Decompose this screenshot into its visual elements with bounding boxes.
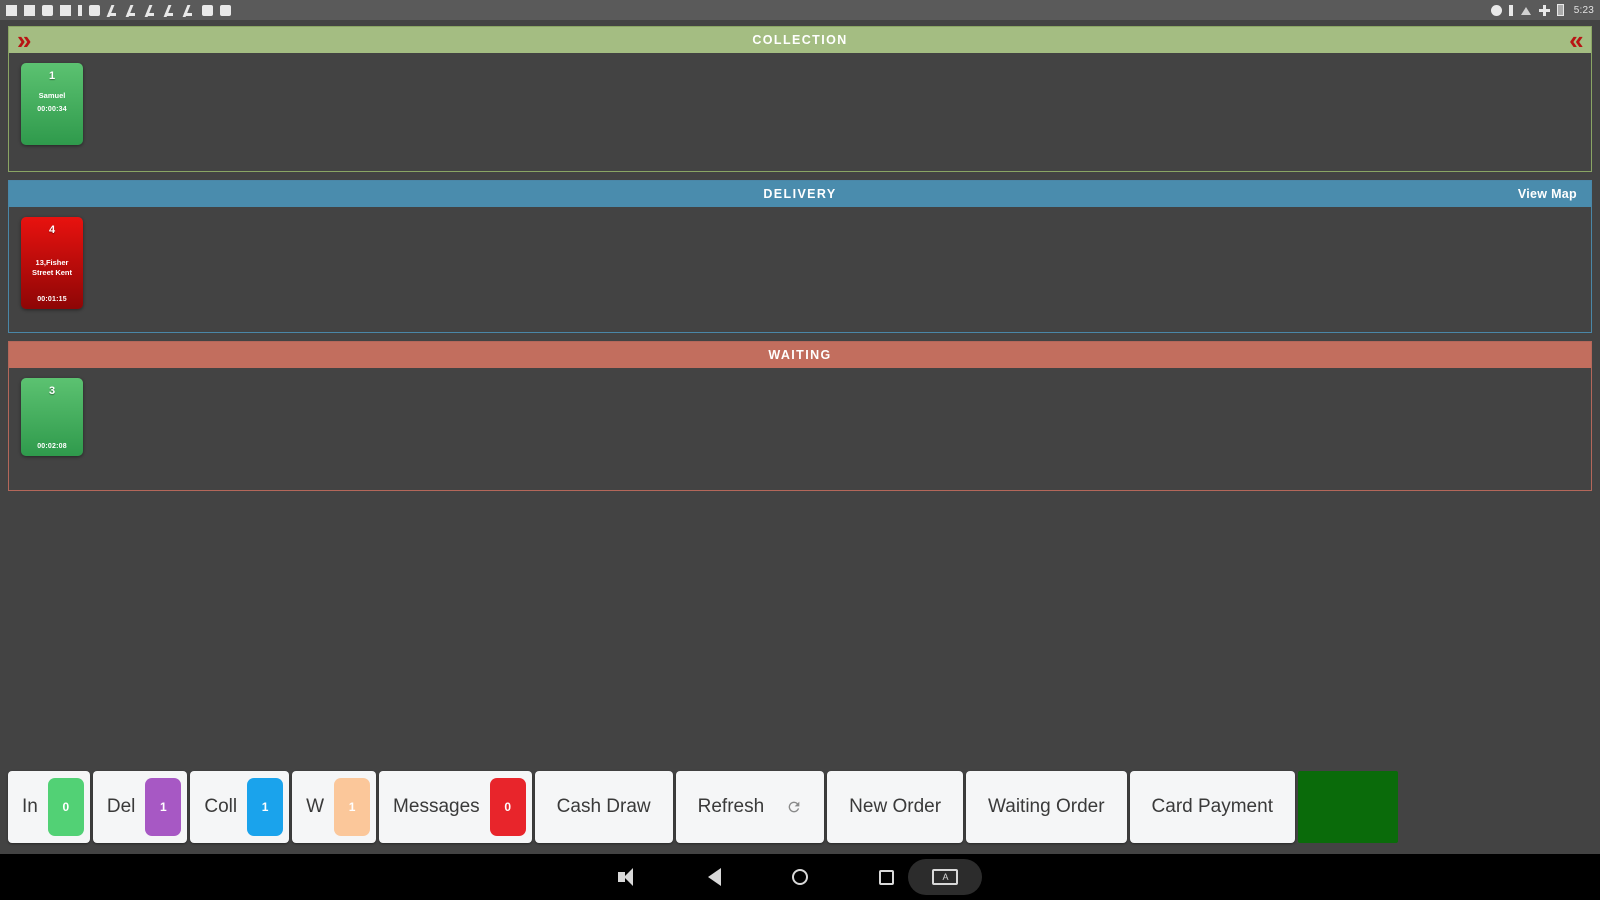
wifi-icon <box>1520 5 1532 16</box>
card-payment-label: Card Payment <box>1151 796 1273 817</box>
section-delivery-header: DELIVERY View Map <box>9 181 1591 207</box>
refresh-label: Refresh <box>697 796 765 817</box>
cash-draw-button[interactable]: Cash Draw <box>534 771 673 843</box>
bottom-toolbar: In 0 Del 1 Coll 1 W 1 Messages 0 Cash Dr… <box>8 771 1592 843</box>
section-collection-header: » COLLECTION « <box>9 27 1591 53</box>
toolbar-label-messages: Messages <box>393 796 480 817</box>
toolbar-button-del[interactable]: Del 1 <box>92 771 188 843</box>
toolbar-button-w[interactable]: W 1 <box>292 771 377 843</box>
status-bar-notification-icons <box>6 4 231 16</box>
status-bar-clock: 5:23 <box>1573 4 1594 16</box>
app-icon-6 <box>89 4 100 16</box>
order-board: » COLLECTION « 1 Samuel 00:00:34 DELIVER… <box>0 20 1600 491</box>
order-tile[interactable]: 4 13,Fisher Street Kent 00:01:15 <box>21 217 83 309</box>
section-collection: » COLLECTION « 1 Samuel 00:00:34 <box>8 26 1592 172</box>
toolbar-button-in[interactable]: In 0 <box>8 771 90 843</box>
toolbar-button-coll[interactable]: Coll 1 <box>190 771 290 843</box>
app-icon-9 <box>145 5 157 16</box>
app-icon-2 <box>24 4 35 16</box>
bluetooth-icon <box>1538 4 1550 16</box>
screenshot-pill-icon[interactable]: A <box>908 859 982 895</box>
app-icon-7 <box>107 5 119 16</box>
chevron-right-icon[interactable]: » <box>17 25 33 55</box>
app-icon-4 <box>60 4 71 16</box>
refresh-icon <box>788 801 800 813</box>
order-timer: 00:00:34 <box>37 106 67 114</box>
toolbar-label-del: Del <box>106 796 136 817</box>
order-number: 3 <box>48 385 56 397</box>
android-status-bar: 5:23 <box>0 0 1600 20</box>
chevron-left-icon[interactable]: « <box>1569 25 1585 55</box>
section-delivery-title: DELIVERY <box>763 187 837 201</box>
android-navigation-bar: A <box>0 854 1600 900</box>
section-waiting-title: WAITING <box>768 348 832 362</box>
waiting-order-label: Waiting Order <box>988 796 1105 817</box>
section-collection-orders: 1 Samuel 00:00:34 <box>9 53 1591 171</box>
badge-in-count: 0 <box>47 778 84 836</box>
signal-icon <box>1508 4 1513 16</box>
order-timer: 00:02:08 <box>37 443 67 450</box>
section-delivery: DELIVERY View Map 4 13,Fisher Street Ken… <box>8 180 1592 333</box>
app-icon-3 <box>42 4 53 16</box>
waiting-order-button[interactable]: Waiting Order <box>966 771 1127 843</box>
status-bar-system-icons: 5:23 <box>1490 4 1594 16</box>
section-waiting: WAITING 3 00:02:08 <box>8 341 1592 491</box>
app-icon-5 <box>78 4 82 16</box>
badge-del-count: 1 <box>145 778 182 836</box>
badge-coll-count: 1 <box>247 778 284 836</box>
keyboard-icon: A <box>932 869 958 885</box>
back-icon[interactable] <box>703 866 725 888</box>
order-timer: 00:01:15 <box>37 296 67 303</box>
new-order-label: New Order <box>849 796 942 817</box>
card-payment-button[interactable]: Card Payment <box>1129 771 1295 843</box>
order-number: 4 <box>48 224 56 236</box>
order-tile[interactable]: 3 00:02:08 <box>21 378 83 456</box>
order-tile[interactable]: 1 Samuel 00:00:34 <box>21 63 83 145</box>
order-customer: Samuel <box>38 91 66 100</box>
section-delivery-orders: 4 13,Fisher Street Kent 00:01:15 <box>9 207 1591 332</box>
battery-icon <box>1556 4 1564 16</box>
section-waiting-orders: 3 00:02:08 <box>9 368 1591 490</box>
app-icon-10 <box>164 5 176 16</box>
app-icon-8 <box>126 5 138 16</box>
app-icon-13 <box>220 4 231 16</box>
section-collection-title: COLLECTION <box>752 33 848 47</box>
app-icon-1 <box>6 4 17 16</box>
new-order-button[interactable]: New Order <box>827 771 964 843</box>
recents-icon[interactable] <box>875 866 897 888</box>
badge-messages-count: 0 <box>489 778 526 836</box>
volume-down-icon[interactable] <box>617 866 639 888</box>
app-icon-12 <box>202 4 213 16</box>
cash-draw-label: Cash Draw <box>556 796 651 817</box>
view-map-button[interactable]: View Map <box>1517 187 1577 201</box>
order-number: 1 <box>48 70 56 82</box>
sync-icon <box>1490 4 1502 16</box>
toolbar-label-coll: Coll <box>204 796 238 817</box>
section-waiting-header: WAITING <box>9 342 1591 368</box>
toolbar-label-w: W <box>306 796 325 817</box>
toolbar-label-in: In <box>22 796 38 817</box>
refresh-button[interactable]: Refresh <box>675 771 825 843</box>
app-icon-11 <box>183 5 195 16</box>
order-address: 13,Fisher Street Kent <box>31 258 72 277</box>
toolbar-button-messages[interactable]: Messages 0 <box>379 771 532 843</box>
green-status-block[interactable] <box>1297 771 1398 843</box>
home-icon[interactable] <box>789 866 811 888</box>
badge-w-count: 1 <box>334 778 371 836</box>
